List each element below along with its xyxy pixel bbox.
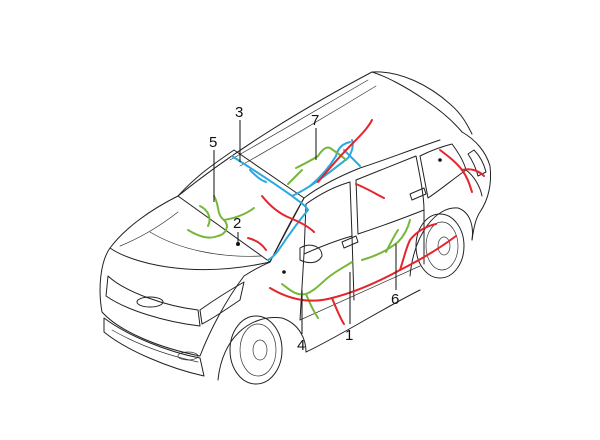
red-wire [461, 168, 485, 177]
red-harnesses [247, 119, 485, 325]
callout-4: 4 [297, 337, 305, 354]
connector-marks [236, 158, 442, 274]
red-wire [331, 297, 345, 325]
green-wire [295, 146, 347, 169]
green-wire [361, 219, 411, 261]
red-wire [355, 183, 385, 199]
green-wire [385, 229, 399, 253]
red-wire [399, 223, 437, 271]
blue-wire [231, 155, 309, 211]
callout-6: 6 [391, 291, 399, 308]
red-wire [317, 119, 373, 183]
callout-labels: 1 2 3 4 5 6 7 [209, 104, 399, 354]
callout-3: 3 [235, 104, 243, 121]
blue-wire [249, 169, 267, 183]
callout-leaders [213, 120, 397, 334]
red-wire [261, 195, 315, 233]
callout-5: 5 [209, 134, 217, 151]
green-wire [287, 169, 303, 185]
callout-2: 2 [233, 215, 241, 232]
blue-wire [267, 209, 309, 261]
blue-wire [291, 139, 354, 197]
green-harnesses [187, 146, 411, 319]
green-wire [187, 195, 228, 239]
green-wire [199, 205, 211, 227]
red-wire [247, 237, 267, 251]
red-wire [269, 235, 457, 302]
blue-roof-harness [231, 139, 361, 261]
green-wire [305, 293, 319, 319]
blue-wire [309, 141, 351, 187]
callout-1: 1 [345, 327, 353, 344]
callout-7: 7 [311, 112, 319, 129]
green-wire [223, 207, 255, 221]
car-body [99, 71, 491, 385]
green-wire [281, 261, 353, 296]
